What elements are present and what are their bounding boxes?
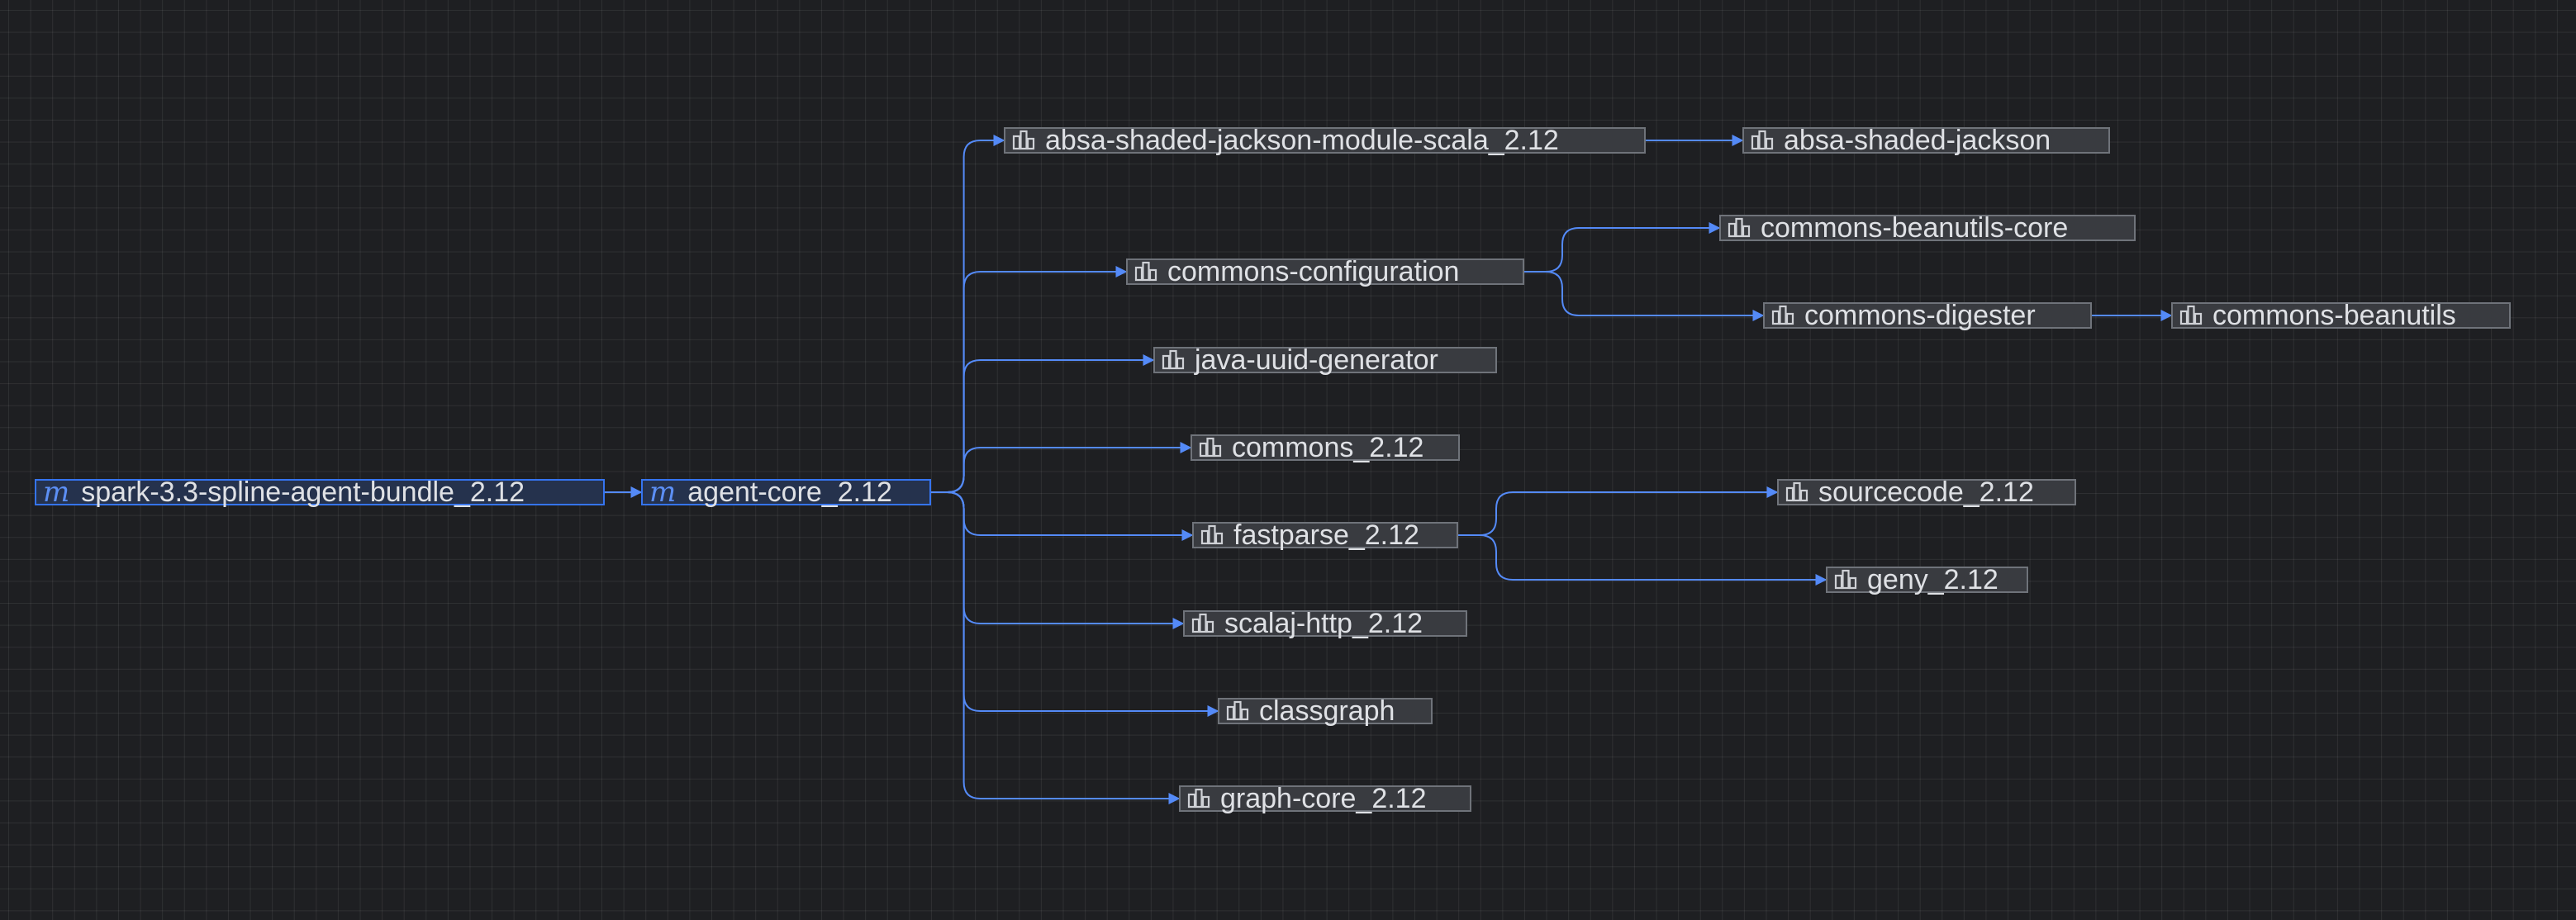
node-geny[interactable]: geny_2.12 — [1826, 564, 2028, 595]
node-label: graph-core_2.12 — [1220, 783, 1427, 814]
node-commons-configuration[interactable]: commons-configuration — [1126, 256, 1524, 287]
node-java-uuid-generator[interactable]: java-uuid-generator — [1153, 344, 1497, 376]
module-m-icon: m — [43, 476, 70, 509]
library-icon — [1834, 569, 1857, 590]
node-label: agent-core_2.12 — [687, 477, 892, 508]
library-icon — [1012, 130, 1035, 151]
node-label: absa-shaded-jackson-module-scala_2.12 — [1045, 125, 1559, 156]
library-icon — [1200, 524, 1224, 546]
node-label: sourcecode_2.12 — [1818, 477, 2034, 508]
node-label: absa-shaded-jackson — [1784, 125, 2051, 156]
module-m-icon: m — [649, 476, 677, 509]
node-graph-core[interactable]: graph-core_2.12 — [1179, 783, 1471, 814]
node-spark-3.3-spline-agent-bundle[interactable]: m spark-3.3-spline-agent-bundle_2.12 — [35, 476, 605, 509]
node-label: fastparse_2.12 — [1233, 519, 1419, 551]
edge-core-to-graphcore — [931, 491, 1181, 804]
edge-fastparse-to-geny — [1458, 534, 1827, 586]
library-icon — [1226, 700, 1249, 722]
edge-core-to-commons — [931, 442, 1192, 493]
node-fastparse[interactable]: fastparse_2.12 — [1192, 519, 1458, 551]
node-label: commons-beanutils — [2212, 300, 2456, 331]
node-label: java-uuid-generator — [1195, 344, 1438, 376]
library-icon — [1751, 130, 1774, 151]
edge-core-to-jackson_scala — [931, 135, 1005, 493]
node-commons-beanutils[interactable]: commons-beanutils — [2171, 300, 2511, 331]
node-label: spark-3.3-spline-agent-bundle_2.12 — [81, 477, 525, 508]
node-commons-beanutils-core[interactable]: commons-beanutils-core — [1719, 212, 2136, 244]
edge-fastparse-to-sourcecode — [1458, 486, 1779, 536]
node-label: scalaj-http_2.12 — [1224, 608, 1423, 639]
edge-core-to-scalaj — [931, 491, 1185, 629]
node-label: commons-configuration — [1167, 256, 1460, 287]
node-scalaj-http[interactable]: scalaj-http_2.12 — [1183, 608, 1467, 639]
edge-core-to-classgraph — [931, 491, 1219, 717]
edge-core-to-fastparse — [931, 491, 1194, 541]
node-commons-digester[interactable]: commons-digester — [1763, 300, 2092, 331]
node-absa-shaded-jackson[interactable]: absa-shaded-jackson — [1742, 125, 2110, 156]
node-label: geny_2.12 — [1867, 564, 1999, 595]
library-icon — [1771, 305, 1794, 326]
edge-config-to-digester — [1524, 271, 1765, 321]
node-label: commons-digester — [1804, 300, 2036, 331]
edge-config-to-beanutils_core — [1524, 222, 1721, 273]
node-agent-core[interactable]: m agent-core_2.12 — [641, 476, 931, 509]
node-label: classgraph — [1259, 695, 1395, 727]
library-icon — [1785, 481, 1808, 503]
library-icon — [1187, 788, 1210, 809]
node-label: commons_2.12 — [1232, 432, 1424, 463]
library-icon — [1728, 217, 1751, 239]
node-label: commons-beanutils-core — [1761, 212, 2069, 244]
library-icon — [1162, 349, 1185, 371]
node-absa-shaded-jackson-module-scala[interactable]: absa-shaded-jackson-module-scala_2.12 — [1004, 125, 1646, 156]
node-commons[interactable]: commons_2.12 — [1191, 432, 1460, 463]
edge-core-to-config — [931, 266, 1128, 493]
node-sourcecode[interactable]: sourcecode_2.12 — [1777, 477, 2076, 508]
library-icon — [2179, 305, 2203, 326]
library-icon — [1134, 261, 1157, 282]
library-icon — [1191, 613, 1214, 634]
library-icon — [1199, 437, 1222, 458]
node-classgraph[interactable]: classgraph — [1218, 695, 1433, 727]
